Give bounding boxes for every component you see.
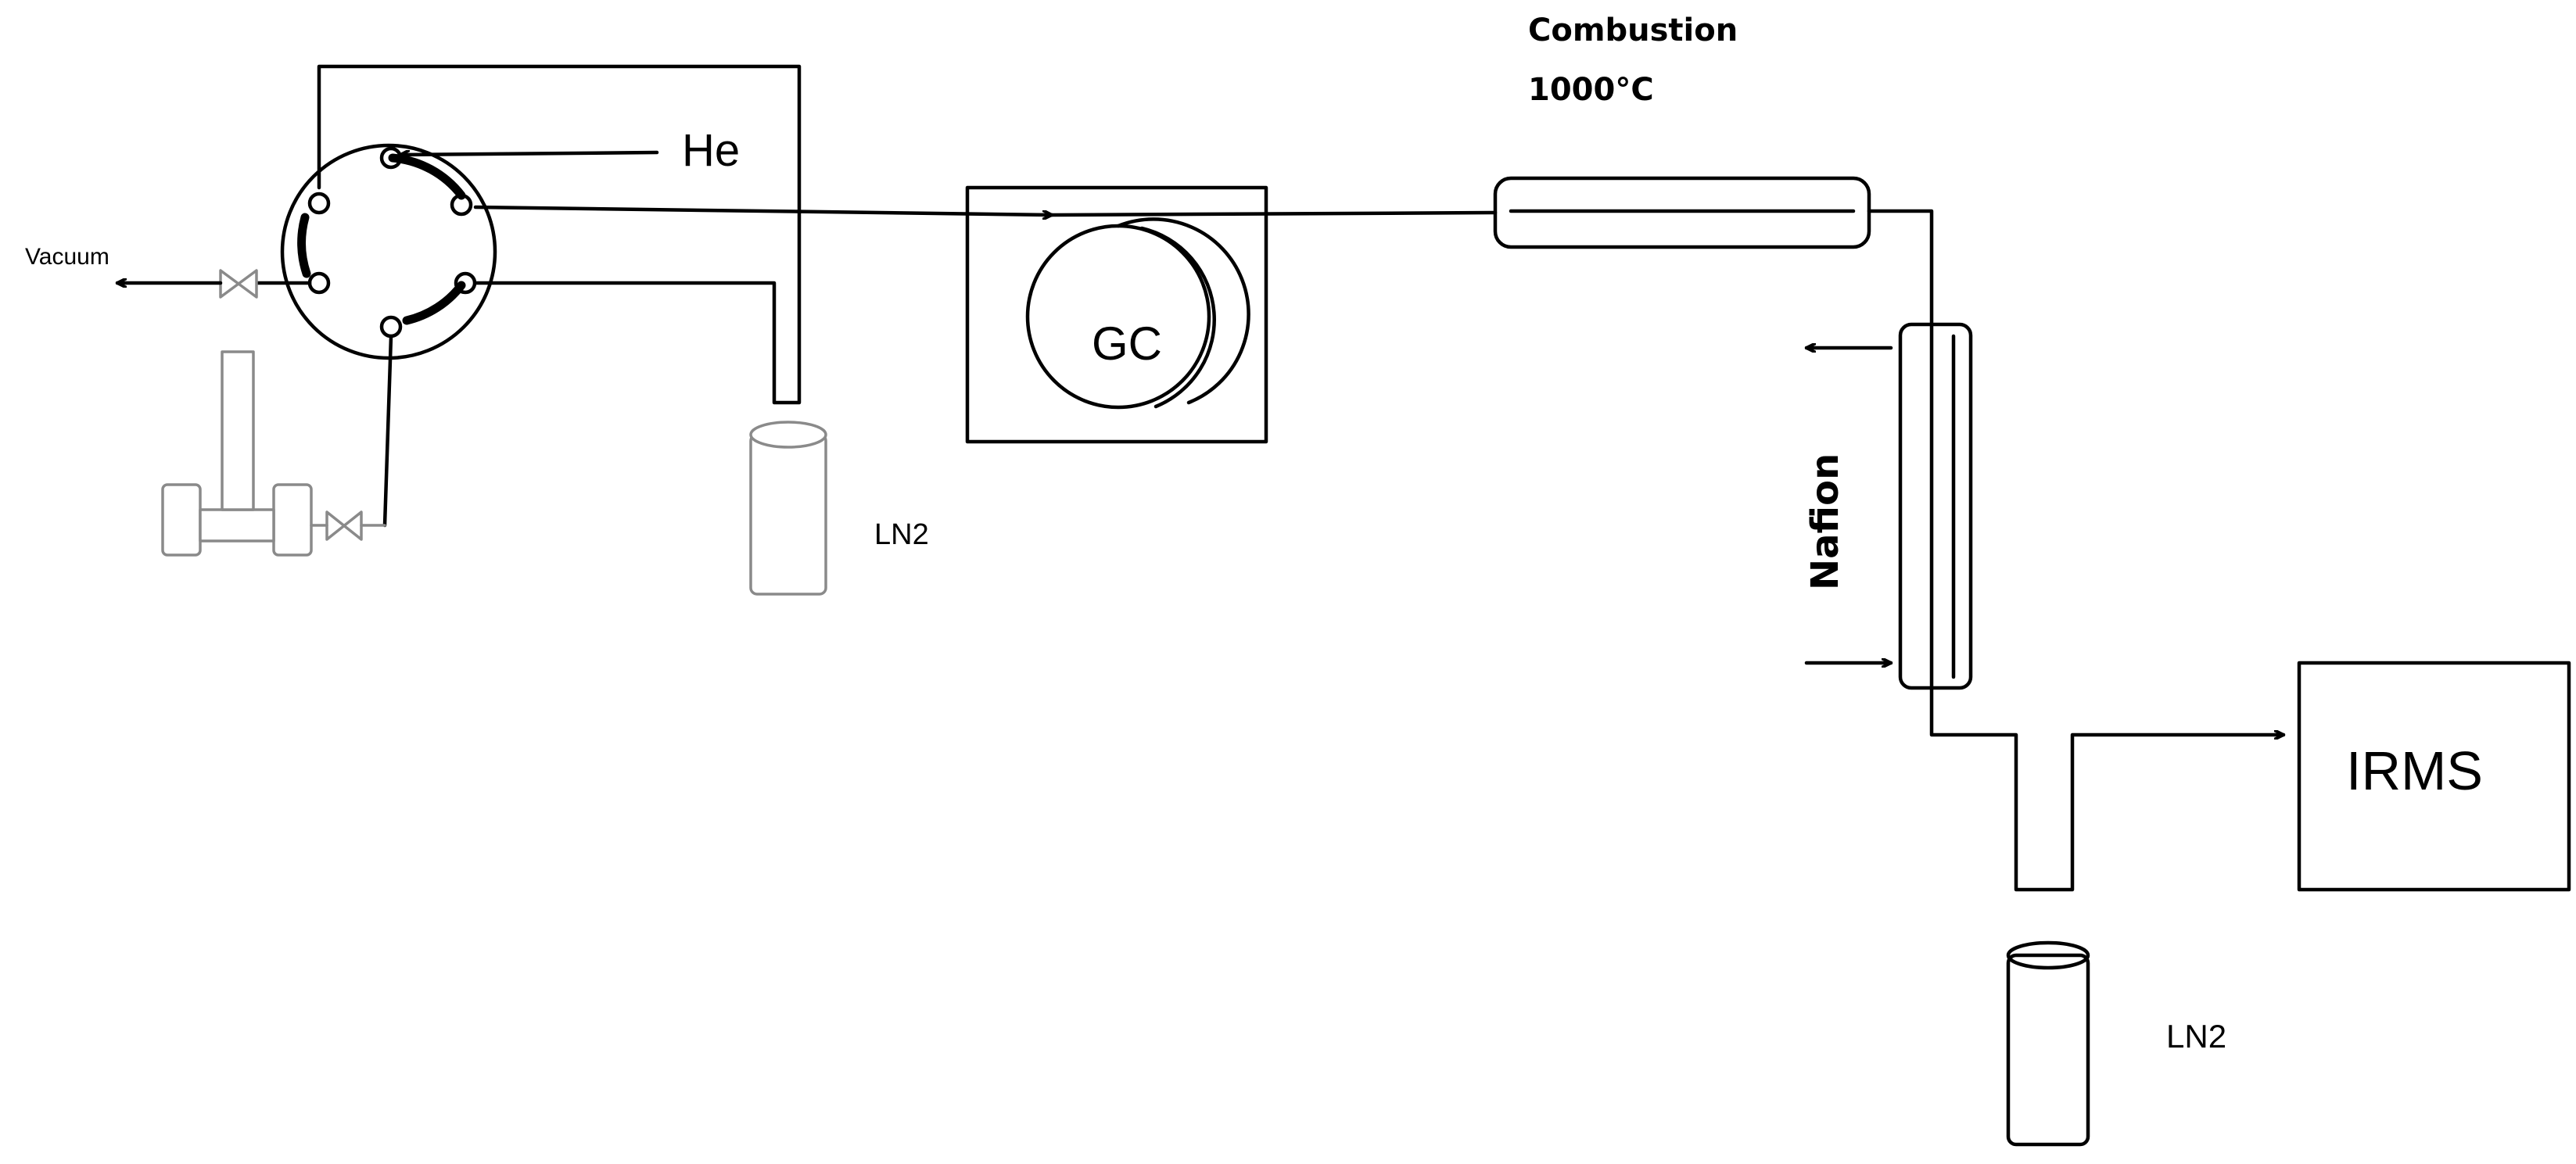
valve-port-6 xyxy=(307,192,331,215)
inlet-manifold-bar xyxy=(199,508,275,543)
combustion-temperature-label: 1000°C xyxy=(1528,72,1654,108)
inlet-valve-icon xyxy=(325,510,363,541)
combustion-reactor xyxy=(1493,176,1871,249)
outlet-line-to-irms xyxy=(1867,209,2286,892)
gc-to-combustion-line xyxy=(1049,210,1498,217)
nafion-tube-outer xyxy=(1898,322,1973,690)
gc-label: GC xyxy=(1092,317,1162,370)
irms-label: IRMS xyxy=(2346,740,2483,801)
gc-column-coil-back xyxy=(1116,217,1250,405)
ln2-dewar-left xyxy=(749,421,827,596)
valve-port-5 xyxy=(307,271,331,295)
helium-inlet-arrow xyxy=(398,152,659,155)
combustion-label: Combustion xyxy=(1528,13,1738,48)
ln2-dewar-right xyxy=(2006,940,2090,1147)
irms-box xyxy=(2297,661,2571,892)
inlet-fitting-right xyxy=(272,483,313,557)
valve-port-2 xyxy=(450,193,473,217)
gc-oven: GC xyxy=(965,185,1268,444)
nafion-label: Nafion xyxy=(1803,453,1847,590)
ln2-right-label: LN2 xyxy=(2166,1018,2226,1055)
gc-oven-box xyxy=(965,185,1268,444)
valve-body xyxy=(280,143,497,360)
he-label: He xyxy=(682,125,740,176)
inlet-line xyxy=(382,334,393,528)
sample-inlet-manifold xyxy=(161,334,393,557)
six-port-valve xyxy=(280,143,497,360)
nafion-dryer xyxy=(1804,322,1973,690)
ln2-left-label: LN2 xyxy=(874,518,929,551)
gc-column-coil-front xyxy=(1025,224,1211,410)
vacuum-valve-icon xyxy=(219,269,258,299)
vacuum-label: Vacuum xyxy=(25,244,109,270)
valve-port-4 xyxy=(379,315,403,338)
sample-loop-tubing xyxy=(317,64,802,405)
inlet-fitting-left xyxy=(161,483,202,557)
inlet-vial-tube xyxy=(221,350,255,511)
transfer-line-to-gc xyxy=(473,205,1054,215)
valve-channel-left xyxy=(297,213,311,278)
valve-channel-bottom xyxy=(402,281,466,325)
